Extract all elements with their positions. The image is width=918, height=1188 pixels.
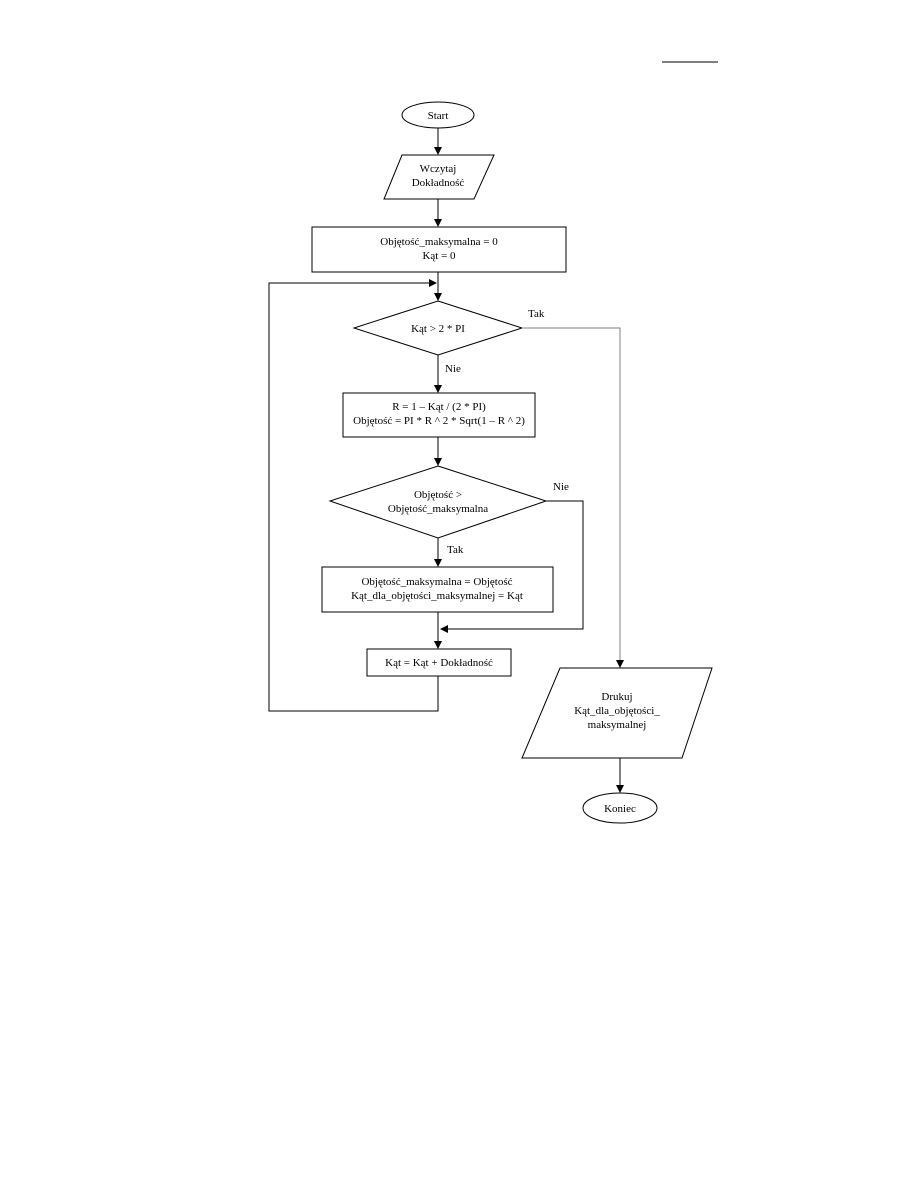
compare-no-label: Nie	[553, 481, 569, 493]
increment-label: Kąt = Kąt + Dokładność	[385, 657, 493, 669]
compare-decision	[328, 465, 548, 539]
compare-line-2: Objętość_maksymalna	[388, 503, 488, 515]
increment-process-box	[366, 648, 512, 677]
update-max-line-2: Kąt_dla_objętości_maksymalnej = Kąt	[351, 590, 523, 602]
read-input-line-2: Dokładność	[412, 177, 465, 189]
update-max-line-1: Objętość_maksymalna = Objętość	[361, 576, 512, 588]
arrow-loop-back	[268, 279, 439, 712]
loop-no-label: Nie	[445, 363, 461, 375]
compute-line-1: R = 1 – Kąt / (2 * PI)	[392, 401, 486, 413]
print-output-parallelogram	[521, 667, 713, 759]
print-output-line-2: Kąt_dla_objętości_	[574, 705, 660, 717]
compare-line-1: Objętość >	[414, 489, 462, 501]
read-input-parallelogram	[383, 154, 495, 200]
read-input-line-1: Wczytaj	[420, 163, 457, 175]
start-label: Start	[428, 110, 449, 122]
end-label: Koniec	[604, 803, 636, 815]
init-line-1: Objętość_maksymalna = 0	[380, 236, 498, 248]
print-output-line-1: Drukuj	[601, 691, 632, 703]
arrow-condition-yes-to-print	[522, 327, 624, 668]
init-process-box	[311, 226, 567, 273]
loop-yes-label: Tak	[528, 308, 545, 320]
update-max-process-box	[321, 566, 554, 613]
print-output-line-3: maksymalnej	[588, 719, 647, 731]
compute-line-2: Objętość = PI * R ^ 2 * Sqrt(1 – R ^ 2)	[353, 415, 525, 427]
init-line-2: Kąt = 0	[422, 250, 456, 262]
compare-yes-label: Tak	[447, 544, 464, 556]
compute-process-box	[342, 392, 536, 438]
arrow-compare-no-bypass	[440, 500, 584, 633]
loop-condition-label: Kąt > 2 * PI	[411, 323, 465, 335]
end-terminal	[582, 792, 658, 824]
